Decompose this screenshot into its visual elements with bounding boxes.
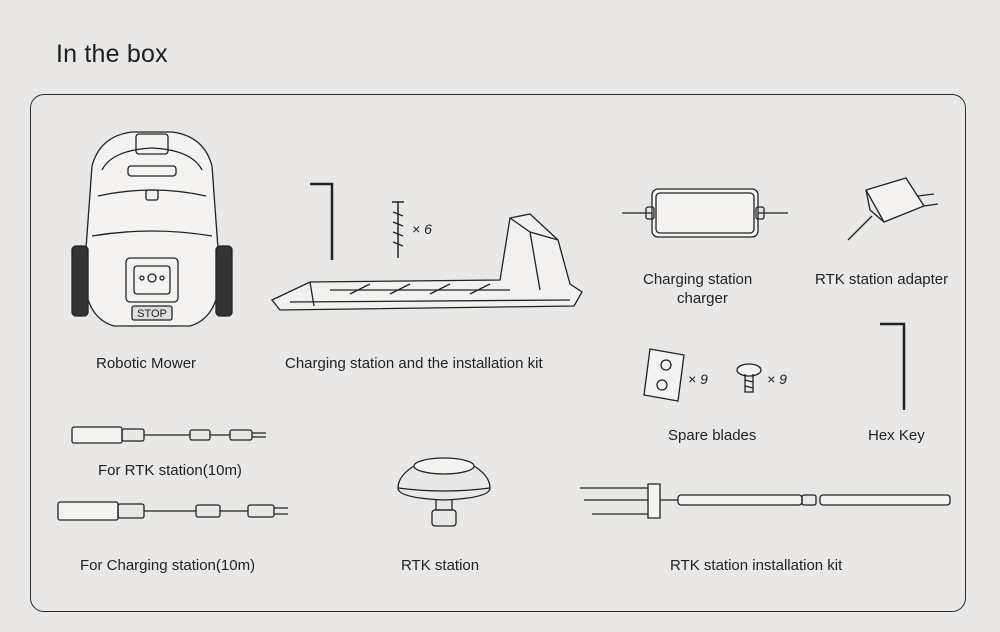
ground-screw-illustration [388,200,408,262]
rtk-adapter-illustration [846,176,938,246]
page-title: In the box [56,40,168,68]
robotic-mower-label: Robotic Mower [96,355,197,372]
blade-screws-quantity: × 9 [767,371,787,387]
charger-label-line1: Charging station [643,271,753,288]
hex-key-label: Hex Key [868,427,925,444]
hex-key-illustration [878,320,908,412]
charging-station-illustration [270,210,585,312]
charger-label-line2: charger [677,290,728,307]
spare-blade-illustration [642,347,686,403]
rtk-cable-illustration [70,424,270,446]
screw-quantity: × 6 [412,221,432,237]
blade-screw-illustration [734,362,764,396]
charging-cable-label: For Charging station(10m) [80,557,256,574]
mower-stop-label: STOP [137,308,167,320]
rtk-install-kit-label: RTK station installation kit [670,557,843,574]
rtk-install-kit-illustration [578,478,952,520]
blades-quantity: × 9 [688,371,708,387]
spare-blades-label: Spare blades [668,427,757,444]
hex-key-small-illustration [308,180,338,262]
rtk-adapter-label: RTK station adapter [815,271,949,288]
charger-illustration [620,185,790,243]
robotic-mower-illustration: STOP [72,126,232,336]
contents-panel [30,94,966,612]
charging-cable-illustration [56,498,290,524]
rtk-cable-label: For RTK station(10m) [98,462,242,479]
rtk-station-label: RTK station [401,557,480,574]
rtk-station-illustration [394,454,494,530]
charging-station-kit-label: Charging station and the installation ki… [285,355,543,372]
